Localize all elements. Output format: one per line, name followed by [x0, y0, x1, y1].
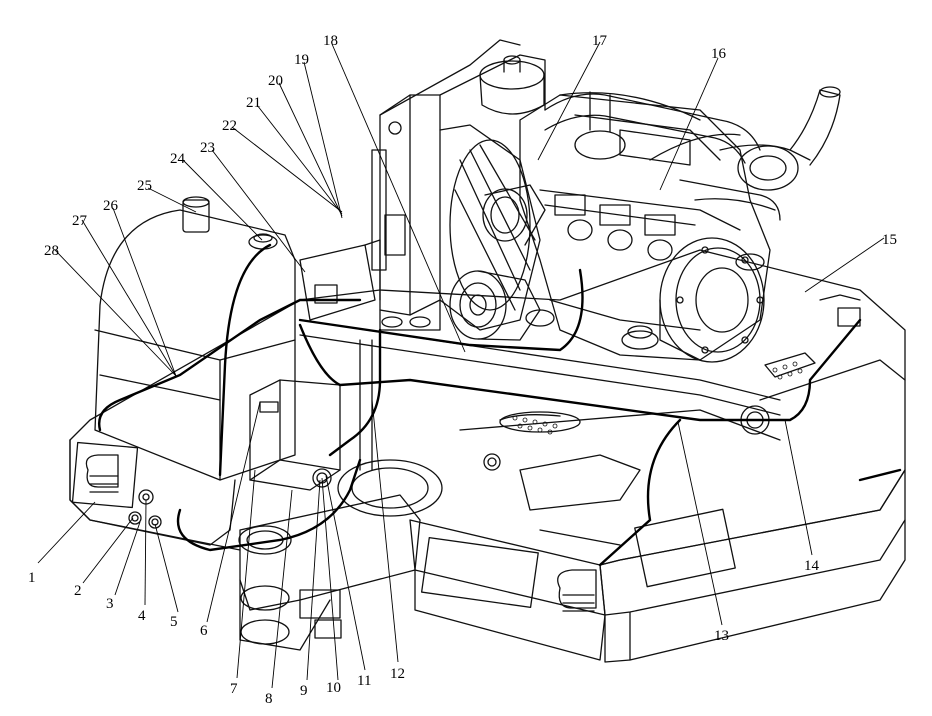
fan-shroud: [439, 124, 541, 331]
leader-22: [231, 126, 343, 213]
callout-9: 9: [300, 683, 308, 699]
leader-3: [114, 521, 141, 596]
leader-23: [211, 149, 306, 273]
leader-14: [784, 419, 813, 556]
callout-16: 16: [711, 46, 727, 62]
battery-box: [249, 379, 341, 491]
leader-11: [325, 475, 366, 671]
leader-15: [804, 237, 885, 293]
leader-2: [82, 517, 134, 584]
callout-21: 21: [246, 95, 261, 111]
callout-4: 4: [138, 608, 146, 624]
leader-10: [321, 477, 339, 681]
callout-11: 11: [357, 673, 371, 689]
callout-24: 24: [170, 151, 186, 167]
leader-13: [677, 421, 723, 626]
leader-20: [278, 82, 343, 217]
wiring-harness: [98, 243, 902, 567]
callout-labels: 1 2 3 4 5 6 7 8 9 10 11 12 13 14 15 16 1…: [28, 33, 897, 707]
leader-12: [371, 399, 399, 663]
leader-5: [154, 523, 179, 613]
leader-8: [271, 489, 293, 689]
callout-5: 5: [170, 614, 178, 630]
callout-20: 20: [268, 73, 283, 89]
leader-19: [303, 61, 343, 219]
leader-1: [37, 501, 96, 564]
leader-21: [256, 104, 343, 215]
fuel-tank: [94, 196, 296, 481]
callout-28: 28: [44, 243, 59, 259]
leader-24: [182, 159, 263, 241]
callout-22: 22: [222, 118, 237, 134]
alternator: [482, 184, 546, 246]
ac-compressor: [449, 270, 541, 341]
callout-3: 3: [106, 596, 114, 612]
callout-12: 12: [390, 666, 405, 682]
leader-16: [659, 57, 719, 191]
leader-25: [147, 187, 197, 213]
intake-pipes: [544, 86, 841, 221]
callout-8: 8: [265, 691, 273, 707]
callout-13: 13: [714, 628, 729, 644]
callout-14: 14: [804, 558, 820, 574]
leader-17: [537, 41, 601, 161]
callout-26: 26: [103, 198, 119, 214]
callout-23: 23: [200, 140, 215, 156]
leader-7: [236, 469, 256, 679]
leader-27: [81, 219, 177, 377]
engine-mounts: [525, 253, 765, 350]
leader-lines: [37, 41, 885, 689]
callout-7: 7: [230, 681, 238, 697]
callout-27: 27: [72, 213, 88, 229]
leader-6: [206, 401, 261, 623]
air-cleaner: [479, 55, 545, 115]
leader-18: [331, 43, 466, 353]
leader-9: [306, 479, 321, 681]
leader-26: [112, 207, 177, 377]
leader-28: [54, 249, 177, 377]
callout-17: 17: [592, 33, 608, 49]
grille-vents: [512, 361, 803, 435]
engine-block: [519, 92, 771, 361]
flywheel-housing: [659, 237, 765, 363]
leader-4: [144, 499, 147, 606]
relay-box: [299, 239, 381, 321]
callout-1: 1: [28, 570, 36, 586]
callout-6: 6: [200, 623, 208, 639]
callout-18: 18: [323, 33, 338, 49]
callout-25: 25: [137, 178, 152, 194]
callout-15: 15: [882, 232, 897, 248]
callout-19: 19: [294, 52, 309, 68]
callout-2: 2: [74, 583, 82, 599]
callout-10: 10: [326, 680, 341, 696]
